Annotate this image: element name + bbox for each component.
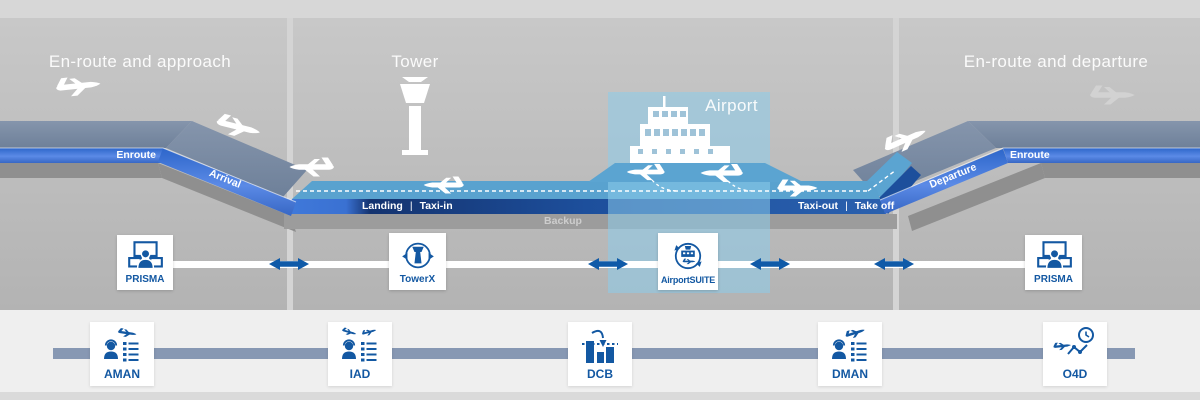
- band-label-backup: Backup: [544, 215, 582, 227]
- system-label: TowerX: [399, 274, 436, 285]
- terminal-windows: [638, 111, 713, 154]
- taxiway-dashed-line: [296, 169, 897, 192]
- system-box-prisma-right: PRISMA: [1025, 235, 1082, 290]
- tower-cycle-icon: [401, 242, 434, 269]
- band-separator: |: [845, 200, 848, 212]
- exchange-arrow-icon: [588, 258, 628, 270]
- section-title-tower: Tower: [391, 52, 439, 71]
- departure-enroute-plane-icon: [1090, 85, 1135, 105]
- tool-label: AMAN: [104, 367, 140, 381]
- tool-box-o4d: O4D: [1043, 322, 1107, 386]
- tool-box-iad: IAD: [328, 322, 392, 386]
- controller-workstation-icon: [128, 241, 163, 270]
- system-label: PRISMA: [1034, 274, 1073, 285]
- system-box-prisma-left: PRISMA: [117, 235, 173, 290]
- band-label-enroute-left: Enroute: [116, 149, 156, 161]
- tool-label: O4D: [1062, 367, 1088, 381]
- landing-plane-icon: [289, 157, 334, 177]
- tower-icon: [400, 77, 430, 155]
- airport-suite-icon: [674, 242, 702, 270]
- tool-box-aman: AMAN: [90, 322, 154, 386]
- section-title-airport: Airport: [705, 96, 758, 115]
- enroute-plane-icon: [55, 74, 102, 98]
- band-label-taxi-in: Taxi-in: [419, 200, 453, 212]
- system-box-towerx: TowerX: [389, 233, 446, 290]
- band-label-landing-taxi-in: Landing | Taxi-in: [362, 200, 453, 212]
- takeoff-plane-icon: [881, 122, 930, 158]
- bottom-strip: [0, 392, 1200, 400]
- exchange-arrow-icon: [750, 258, 790, 270]
- band-label-landing: Landing: [362, 200, 403, 212]
- system-label: AirportSUITE: [660, 275, 716, 285]
- band-label-taxi-out: Taxi-out: [798, 200, 839, 212]
- approach-plane-icon: [214, 112, 263, 142]
- tool-label: DMAN: [832, 367, 868, 381]
- taxi-out-plane-icon: [777, 179, 818, 197]
- exchange-arrow-icon: [874, 258, 914, 270]
- apron: [588, 163, 803, 182]
- trajectory-clock-icon: [1053, 327, 1094, 355]
- controller-workstation-icon: [1036, 241, 1072, 270]
- arrival-manager-icon: [104, 327, 139, 362]
- band-label-taxi-out-take-off: Taxi-out | Take off: [798, 200, 894, 212]
- section-title-departure: En-route and departure: [963, 52, 1149, 71]
- system-label: PRISMA: [125, 274, 165, 285]
- departure-manager-icon: [832, 325, 867, 362]
- tool-box-dman: DMAN: [818, 322, 882, 386]
- band-label-take-off: Take off: [854, 200, 895, 212]
- demand-capacity-balancing-icon: [582, 329, 618, 363]
- exchange-arrow-icon: [269, 258, 309, 270]
- band-separator: |: [409, 200, 413, 212]
- tool-box-dcb: DCB: [568, 322, 632, 386]
- band-label-enroute-right: Enroute: [1010, 149, 1050, 161]
- top-strip: [0, 0, 1200, 18]
- system-box-airportsuite: AirportSUITE: [658, 233, 718, 290]
- tool-label: DCB: [587, 367, 613, 381]
- section-title-approach: En-route and approach: [48, 52, 232, 71]
- integrated-arrival-departure-icon: [341, 326, 378, 362]
- tool-label: IAD: [349, 367, 371, 381]
